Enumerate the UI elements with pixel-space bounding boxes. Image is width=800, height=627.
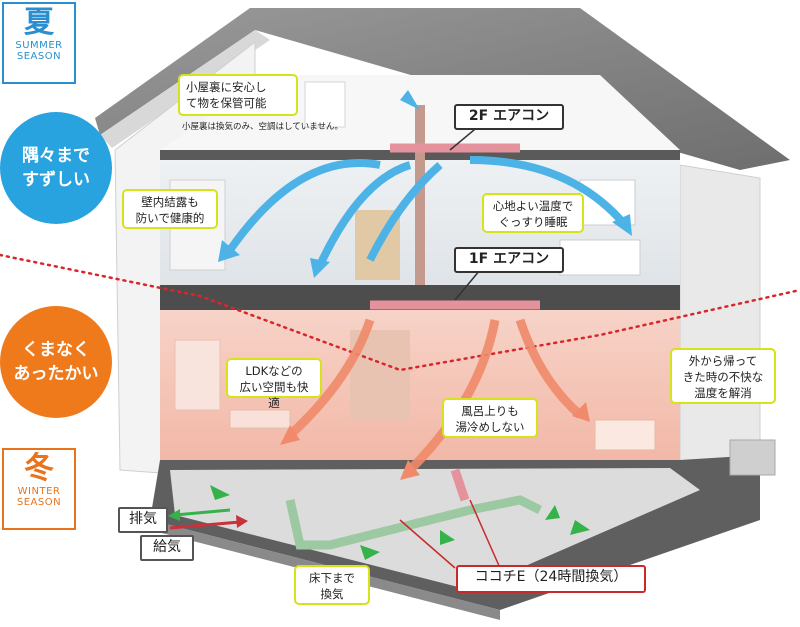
label-supply: 給気 xyxy=(140,535,194,561)
callout-bath: 風呂上りも 湯冷めしない xyxy=(442,398,538,438)
callout-attic-line1: 小屋裏に安心し xyxy=(186,80,267,94)
room-1f-kitchen xyxy=(174,339,221,411)
cool-arrowhead-mid xyxy=(310,258,330,278)
warm-arrow-right xyxy=(515,318,583,419)
callout-attic-line2: て物を保管可能 xyxy=(186,96,267,110)
warm-arrow-ldk xyxy=(286,318,375,439)
summer-benefit-circle: 隅々まで すずしい xyxy=(0,112,112,224)
winter-season-badge: 冬 WINTER SEASON xyxy=(2,448,76,530)
warm-arrowhead-center xyxy=(400,460,420,480)
attic-note: 小屋裏は換気のみ、空調はしていません。 xyxy=(182,122,343,132)
callout-attic-storage: 小屋裏に安心し て物を保管可能 xyxy=(178,74,298,116)
duct-underfloor xyxy=(285,495,543,550)
warm-arrowhead-ldk xyxy=(280,425,300,445)
room-1f-table xyxy=(229,409,291,429)
duct-underfloor-warm xyxy=(450,468,470,502)
winter-benefit-circle: くまなく あったかい xyxy=(0,306,112,418)
label-2f-aircon: 2F エアコン xyxy=(454,104,564,130)
winter-en-2: SEASON xyxy=(16,497,62,508)
vent-arrow-4 xyxy=(570,520,590,535)
warm-arrowhead-right xyxy=(572,402,590,422)
vent-arrow-3 xyxy=(545,505,560,520)
callout-bath-line2: 湯冷めしない xyxy=(455,420,525,434)
cool-arrowhead-left xyxy=(218,240,240,262)
callout-outside-line1: 外から帰って xyxy=(688,354,758,368)
callout-sleep-line2: ぐっすり睡眠 xyxy=(498,215,568,229)
room-1f-bath xyxy=(594,419,656,451)
callout-outside-line2: きた時の不快な xyxy=(682,370,764,384)
label-1f-aircon: 1F エアコン xyxy=(454,247,564,273)
exhaust-arrow xyxy=(174,508,231,517)
cool-arrowhead-attic xyxy=(400,90,420,110)
label-ventilation-system: ココチE（24時間換気） xyxy=(456,565,646,593)
cool-airflow-arrows xyxy=(226,156,629,267)
crawl-space xyxy=(170,468,700,590)
callout-sleep: 心地よい温度で ぐっすり睡眠 xyxy=(482,193,584,233)
house-right-wall xyxy=(679,164,761,471)
summer-en-1: SUMMER xyxy=(15,40,63,51)
callout-ldk-line2: 広い空間も快適 xyxy=(239,380,309,410)
exhaust-arrowhead xyxy=(168,509,180,521)
warm-airflow-arrows xyxy=(286,318,583,474)
ventilation-arrows xyxy=(210,485,590,560)
warm-arrow-center xyxy=(406,319,500,474)
callout-wall-line2: 防いで健康的 xyxy=(135,211,205,225)
callout-floor-line2: 換気 xyxy=(320,587,344,601)
vent-arrow-5 xyxy=(440,530,455,545)
callout-ldk: LDKなどの 広い空間も快適 xyxy=(226,358,322,410)
summer-circle-line2: すずしい xyxy=(22,170,90,190)
summer-kanji: 夏 xyxy=(24,5,54,40)
callout-ldk-line1: LDKなどの xyxy=(245,364,303,378)
supply-arrowhead xyxy=(236,515,248,528)
summer-season-badge: 夏 SUMMER SEASON xyxy=(2,2,76,84)
cool-arrowhead-right xyxy=(612,214,632,236)
winter-kanji: 冬 xyxy=(24,451,54,486)
winter-circle-line1: くまなく xyxy=(22,340,90,360)
season-divider-line xyxy=(0,253,800,372)
label-exhaust: 排気 xyxy=(118,507,168,533)
supply-arrow xyxy=(169,520,241,530)
room-2f-bed xyxy=(559,239,641,276)
callout-outside-line3: 温度を解消 xyxy=(694,386,752,400)
leader-system-2 xyxy=(469,499,501,569)
cool-arrow-mid xyxy=(316,161,412,267)
summer-circle-line1: 隅々まで xyxy=(22,146,90,166)
summer-en-2: SEASON xyxy=(16,51,62,62)
cool-arrow-right xyxy=(469,156,629,228)
leader-system xyxy=(399,519,456,569)
floor-1f-slab xyxy=(160,285,680,310)
vent-arrow-1 xyxy=(210,485,230,500)
callout-outside-return: 外から帰って きた時の不快な 温度を解消 xyxy=(670,348,776,404)
callout-wall-condensation: 壁内結露も 防いで健康的 xyxy=(122,189,218,229)
winter-circle-line2: あったかい xyxy=(13,364,99,384)
winter-en-1: WINTER xyxy=(17,486,61,497)
cool-arrow-inner xyxy=(366,161,443,262)
callout-underfloor: 床下まで 換気 xyxy=(294,565,370,605)
cool-arrow-left xyxy=(226,159,381,253)
attic-shelf xyxy=(304,81,346,128)
vent-arrow-2 xyxy=(360,545,380,560)
callout-floor-line1: 床下まで xyxy=(309,571,355,585)
callout-wall-line1: 壁内結露も xyxy=(141,195,199,209)
callout-bath-line1: 風呂上りも xyxy=(461,404,519,418)
leader-1f-ac xyxy=(454,269,481,301)
callout-sleep-line1: 心地よい温度で xyxy=(492,199,574,213)
outdoor-unit xyxy=(729,439,776,476)
